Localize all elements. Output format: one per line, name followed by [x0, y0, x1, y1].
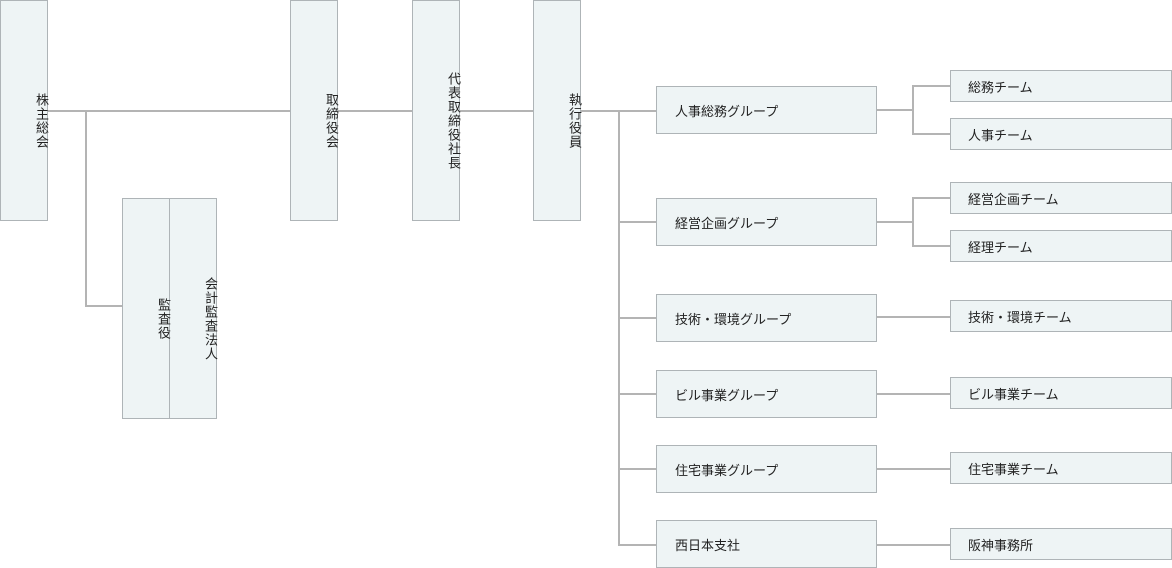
group-box-building-business: ビル事業グループ [656, 370, 877, 418]
team-label: 人事チーム [968, 128, 1033, 144]
team-label: 経営企画チーム [968, 192, 1059, 208]
president-label: 代表取締役社長 [445, 72, 460, 170]
group-label: 経営企画グループ [675, 216, 779, 232]
team-box-general-affairs: 総務チーム [950, 70, 1172, 102]
main-connector [47, 110, 656, 112]
team-branch-line [912, 133, 951, 135]
executive-officers-label: 執行役員 [566, 93, 581, 149]
group-label: 人事総務グループ [675, 104, 779, 120]
auditor-connector [85, 305, 123, 307]
board-of-directors-box: 取締役会 [290, 0, 338, 221]
team-connector [876, 393, 951, 395]
team-branch-line [912, 245, 951, 247]
group-label: 西日本支社 [675, 538, 741, 554]
group-connector [618, 544, 656, 546]
team-box-hanshin-office: 阪神事務所 [950, 528, 1172, 560]
group-label: ビル事業グループ [675, 388, 779, 404]
team-box-human-resources: 人事チーム [950, 118, 1172, 150]
team-box-technology-environment: 技術・環境チーム [950, 300, 1172, 332]
accounting-auditor-label: 会計監査法人 [202, 277, 217, 361]
group-box-technology-environment: 技術・環境グループ [656, 294, 877, 342]
audit-box-divider [169, 199, 170, 418]
auditor-drop-line [85, 110, 87, 307]
team-branch-line [876, 109, 913, 111]
group-box-corporate-planning: 経営企画グループ [656, 198, 877, 246]
president-box: 代表取締役社長 [412, 0, 460, 221]
team-label: 技術・環境チーム [968, 310, 1072, 326]
group-box-west-japan-branch: 西日本支社 [656, 520, 877, 568]
team-connector [876, 468, 951, 470]
team-label: 総務チーム [968, 80, 1033, 96]
team-box-accounting: 経理チーム [950, 230, 1172, 262]
team-connector [876, 316, 951, 318]
team-connector [876, 544, 951, 546]
audit-box: 監査役 会計監査法人 [122, 198, 217, 419]
team-box-corporate-planning: 経営企画チーム [950, 182, 1172, 214]
team-branch-line [912, 197, 914, 247]
shareholders-meeting-label: 株主総会 [33, 93, 48, 149]
accounting-auditor-cell: 会計監査法人 [170, 199, 217, 418]
team-label: 経理チーム [968, 240, 1033, 256]
auditor-cell: 監査役 [123, 199, 170, 418]
team-label: ビル事業チーム [968, 387, 1059, 403]
board-of-directors-label: 取締役会 [323, 93, 338, 149]
executive-trunk-line [618, 110, 620, 545]
team-box-housing-business: 住宅事業チーム [950, 452, 1172, 484]
executive-officers-box: 執行役員 [533, 0, 581, 221]
team-branch-line [912, 85, 914, 135]
group-connector [618, 393, 656, 395]
team-label: 阪神事務所 [968, 538, 1034, 554]
group-connector [618, 221, 656, 223]
group-connector [618, 468, 656, 470]
shareholders-meeting-box: 株主総会 [0, 0, 48, 221]
team-branch-line [876, 221, 913, 223]
group-label: 技術・環境グループ [675, 312, 792, 328]
team-branch-line [912, 197, 951, 199]
group-label: 住宅事業グループ [675, 463, 779, 479]
team-label: 住宅事業チーム [968, 462, 1059, 478]
group-box-general-affairs: 人事総務グループ [656, 86, 877, 134]
team-box-building-business: ビル事業チーム [950, 377, 1172, 409]
group-connector [618, 317, 656, 319]
group-box-housing-business: 住宅事業グループ [656, 445, 877, 493]
team-branch-line [912, 85, 951, 87]
auditor-label: 監査役 [155, 298, 170, 340]
